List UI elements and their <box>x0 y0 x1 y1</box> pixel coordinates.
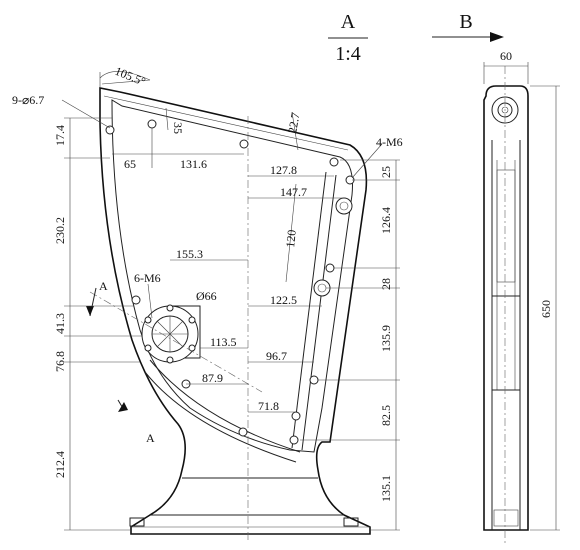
part-outline-view-b <box>483 66 529 544</box>
dim-96-7: 96.7 <box>266 349 287 363</box>
dim-22-7: 22.7 <box>285 111 302 134</box>
holes-m6-right <box>309 157 355 385</box>
view-b-arrow <box>432 32 504 42</box>
note-hub-diameter: Ø66 <box>196 289 217 303</box>
dim-35: 35 <box>171 122 185 134</box>
section-mark-bottom: A <box>146 431 155 445</box>
dim-120: 120 <box>283 229 299 248</box>
dim-147-7: 147.7 <box>280 185 307 199</box>
dim-127-8: 127.8 <box>270 163 297 177</box>
dim-25: 25 <box>379 166 393 178</box>
view-b-letter: B <box>459 11 472 33</box>
dim-60: 60 <box>500 49 512 63</box>
view-a-letter: A <box>341 11 356 33</box>
section-line-a-a <box>86 287 263 412</box>
dim-113-5: 113.5 <box>210 335 237 349</box>
dim-76-8: 76.8 <box>53 351 67 372</box>
note-holes-small: 9-⌀6.7 <box>12 93 44 107</box>
dim-28: 28 <box>379 278 393 290</box>
holes-small <box>105 119 301 445</box>
dim-230-2: 230.2 <box>53 217 67 244</box>
section-mark-top: A <box>99 279 108 293</box>
view-a-scale: 1:4 <box>335 43 361 65</box>
dim-65: 65 <box>124 157 136 171</box>
dim-71-8: 71.8 <box>258 399 279 413</box>
hub <box>141 304 201 364</box>
note-holes-m6-right: 4-M6 <box>376 135 403 149</box>
note-holes-m6-hub: 6-M6 <box>134 271 161 285</box>
dim-41-3: 41.3 <box>53 313 67 334</box>
dim-135-9: 135.9 <box>379 325 393 352</box>
dimension-lines <box>61 71 400 531</box>
note-angle: 105.5° <box>113 64 148 89</box>
dim-650: 650 <box>539 300 553 318</box>
dim-17-4: 17.4 <box>53 125 67 146</box>
dim-131-6: 131.6 <box>180 157 207 171</box>
dim-87-9: 87.9 <box>202 371 223 385</box>
dim-212-4: 212.4 <box>53 451 67 478</box>
dim-122-5: 122.5 <box>270 293 297 307</box>
view-b-dimension-lines <box>483 62 560 531</box>
dim-135-1: 135.1 <box>379 475 393 502</box>
dim-155-3: 155.3 <box>176 247 203 261</box>
dim-126-4: 126.4 <box>379 207 393 234</box>
dim-82-5: 82.5 <box>379 405 393 426</box>
part-outline-view-a <box>99 87 371 535</box>
